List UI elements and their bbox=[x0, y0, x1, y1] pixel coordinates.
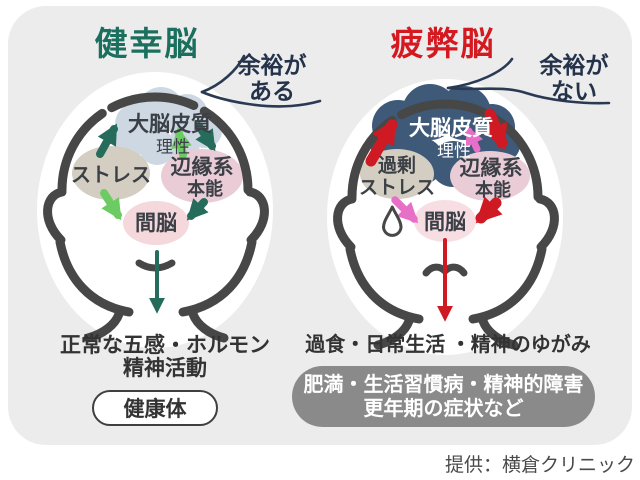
diencephalon-ellipse bbox=[414, 200, 476, 242]
left-neck bbox=[373, 316, 414, 350]
arrow-cortex-to-limbic bbox=[195, 122, 216, 152]
healthy-limbic-label: 辺縁系 bbox=[170, 156, 234, 179]
healthy-note-line1: 余裕が bbox=[237, 52, 307, 78]
healthy-margin-note: 余裕が ある bbox=[238, 52, 307, 104]
right-jaw bbox=[178, 237, 257, 317]
tired-outcome-line1: 肥満・生活習慣病・精神的障害 bbox=[303, 373, 584, 396]
tired-head-illustration bbox=[327, 79, 563, 355]
right-neck bbox=[188, 309, 229, 343]
healthy-diencephalon-label: 間脳 bbox=[135, 212, 177, 235]
skull-stroke bbox=[57, 92, 253, 195]
right-jaw bbox=[468, 244, 547, 324]
arrow-stress-to-cortex bbox=[365, 118, 398, 167]
right-swoosh-branch bbox=[446, 57, 514, 90]
limbic-ellipse bbox=[161, 149, 243, 203]
right-ear bbox=[245, 187, 269, 245]
sweat-drop-icon bbox=[382, 205, 403, 237]
left-swoosh-branch bbox=[200, 54, 246, 94]
healthy-result-line1: 正常な五感・ホルモン bbox=[60, 334, 270, 357]
healthy-note-line2: ある bbox=[249, 78, 295, 104]
healthy-result-text: 正常な五感・ホルモン 精神活動 bbox=[40, 334, 290, 380]
tired-limbic-label: 辺縁系 bbox=[459, 157, 523, 180]
healthy-reason-label: 理性 bbox=[156, 137, 190, 157]
credit-text: 提供：横倉クリニック bbox=[444, 455, 635, 476]
tired-diencephalon-label: 間脳 bbox=[424, 211, 466, 234]
arrow-cortex-to-limbic bbox=[483, 108, 508, 151]
left-jaw bbox=[55, 237, 134, 317]
limbic-ellipse bbox=[450, 151, 530, 201]
tired-result-line1: 過食・日常生活 ・精神のゆがみ bbox=[305, 334, 591, 356]
arrow-limbic-to-cortex bbox=[465, 125, 484, 153]
left-ear bbox=[333, 194, 357, 252]
healthy-instinct-label: 本能 bbox=[187, 179, 223, 199]
tired-margin-note: 余裕が ない bbox=[540, 52, 609, 104]
tired-instinct-label: 本能 bbox=[475, 180, 511, 200]
tired-outcome-line2: 更年期の症状など bbox=[363, 397, 524, 420]
tired-reason-label: 理性 bbox=[437, 141, 471, 161]
tired-stress-label-line2: ストレス bbox=[358, 177, 436, 199]
stress-ellipse bbox=[360, 149, 434, 199]
healthy-cortex-label: 大脳皮質 bbox=[128, 113, 212, 136]
tired-cortex-label: 大脳皮質 bbox=[409, 117, 493, 140]
healthy-brain-title: 健幸脳 bbox=[94, 25, 200, 62]
arrow-limbic-to-diencephalon bbox=[186, 198, 209, 221]
tired-note-line2: ない bbox=[551, 78, 597, 104]
healthy-stress-label: ストレス bbox=[71, 164, 151, 187]
arrow-limbic-to-diencephalon bbox=[475, 196, 503, 224]
left-neck bbox=[83, 309, 124, 343]
right-swoosh-tail bbox=[446, 86, 611, 105]
tired-result-text: 過食・日常生活 ・精神のゆがみ bbox=[300, 334, 596, 357]
arrow-stress-to-diencephalon bbox=[391, 196, 419, 224]
left-jaw bbox=[345, 244, 424, 324]
tired-brain-title: 疲弊脳 bbox=[390, 25, 496, 62]
head-outline bbox=[333, 99, 559, 350]
arrow-limbic-to-cortex bbox=[171, 126, 192, 159]
left-swoosh-tail bbox=[200, 90, 322, 108]
skull-stroke bbox=[347, 99, 543, 202]
healthy-flow-arrows bbox=[96, 122, 216, 314]
arrow-stress-to-diencephalon bbox=[100, 189, 122, 221]
healthy-head-illustration bbox=[37, 72, 273, 348]
tired-outcome-box: 肥満・生活習慣病・精神的障害 更年期の症状など bbox=[292, 366, 595, 427]
arrow-stress-to-cortex bbox=[96, 123, 118, 158]
right-neck bbox=[478, 316, 519, 350]
tired-note-line1: 余裕が bbox=[539, 52, 609, 78]
healthy-body-badge: 健康体 bbox=[92, 390, 218, 426]
healthy-result-line2: 精神活動 bbox=[123, 357, 207, 380]
right-ear bbox=[535, 194, 559, 252]
left-ear bbox=[43, 187, 67, 245]
diencephalon-ellipse bbox=[123, 201, 189, 245]
stress-ellipse bbox=[72, 146, 150, 200]
tired-flow-arrows bbox=[365, 108, 508, 322]
tired-stress-label-line1: 過剰 bbox=[377, 155, 417, 177]
